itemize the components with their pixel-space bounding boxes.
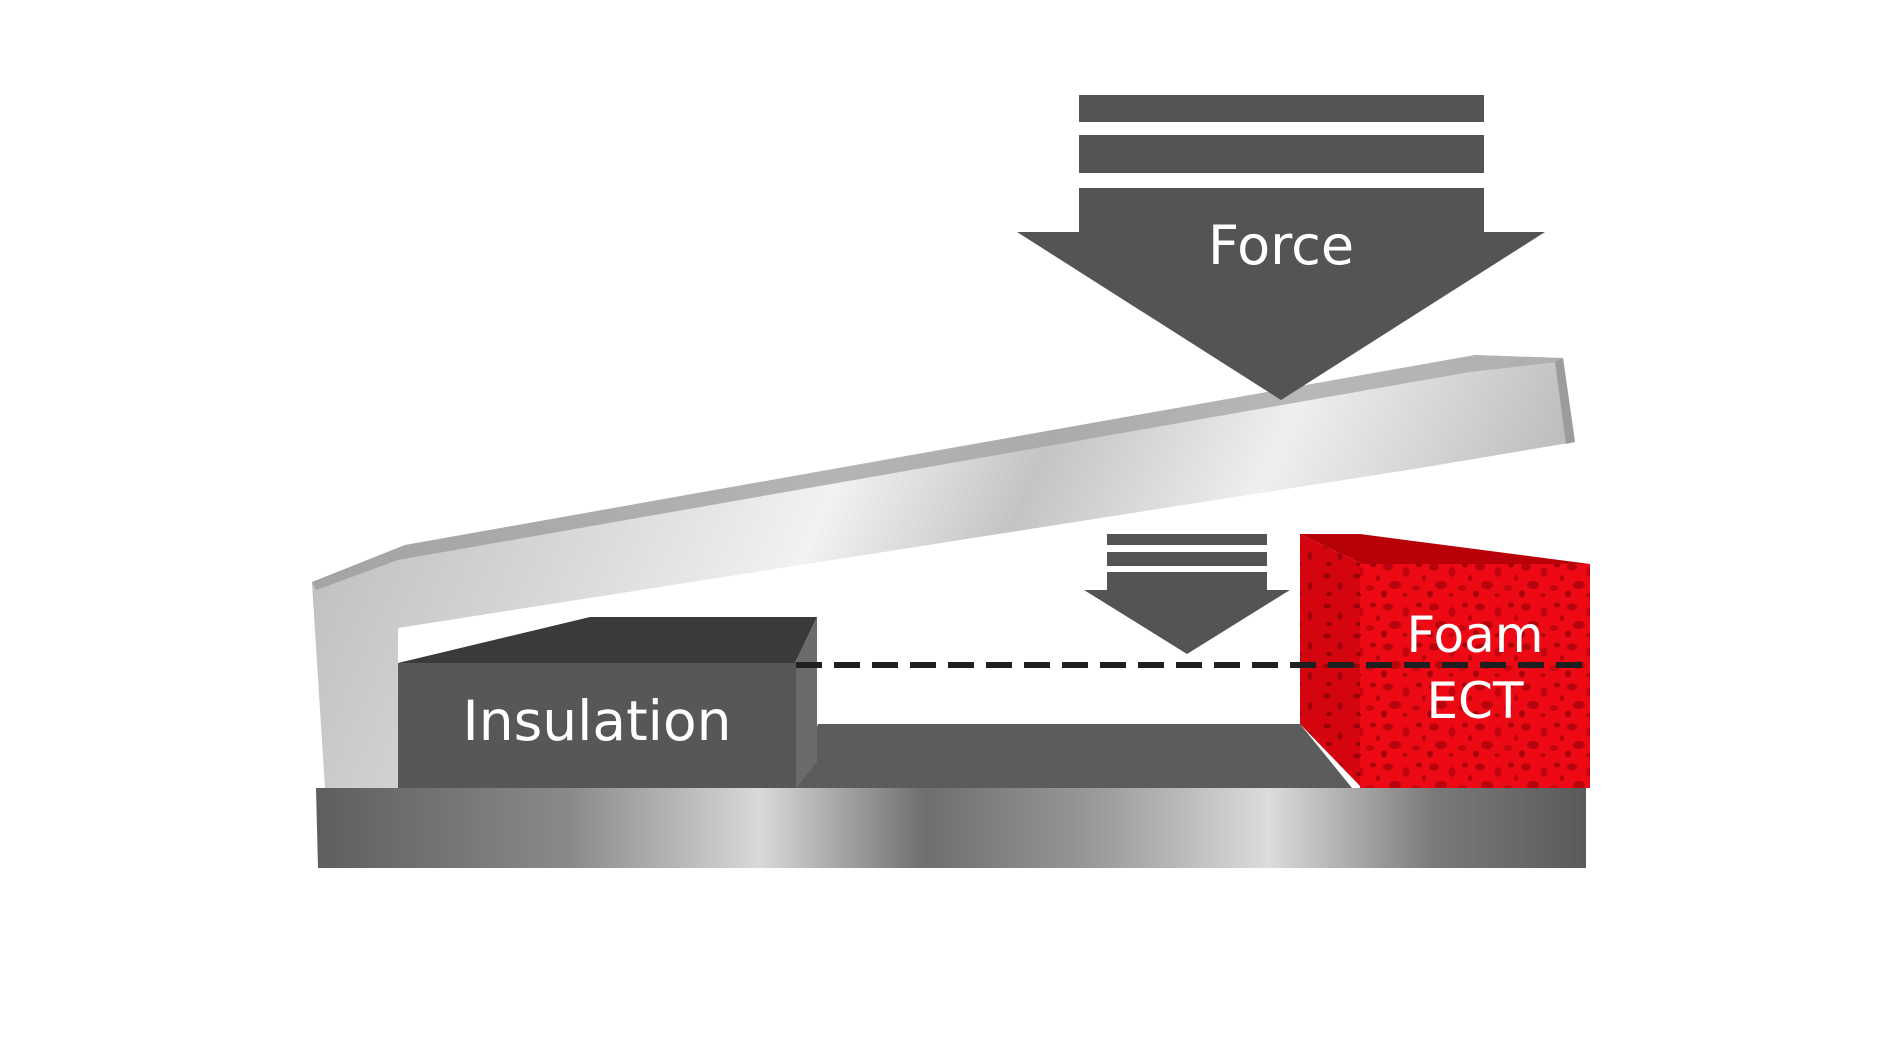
force-label: Force (1208, 214, 1354, 277)
base-plate (316, 788, 1586, 868)
ect-label: ECT (1426, 672, 1524, 730)
insulation-label: Insulation (463, 689, 732, 753)
force-arrow (1017, 95, 1545, 400)
foam-label: Foam (1407, 606, 1544, 664)
small-compression-arrow (1084, 534, 1290, 654)
foam-ect-block (1300, 534, 1590, 788)
bent-metal-lever (312, 355, 1575, 788)
insulation-block (398, 617, 817, 788)
gap-floor (796, 724, 1352, 788)
